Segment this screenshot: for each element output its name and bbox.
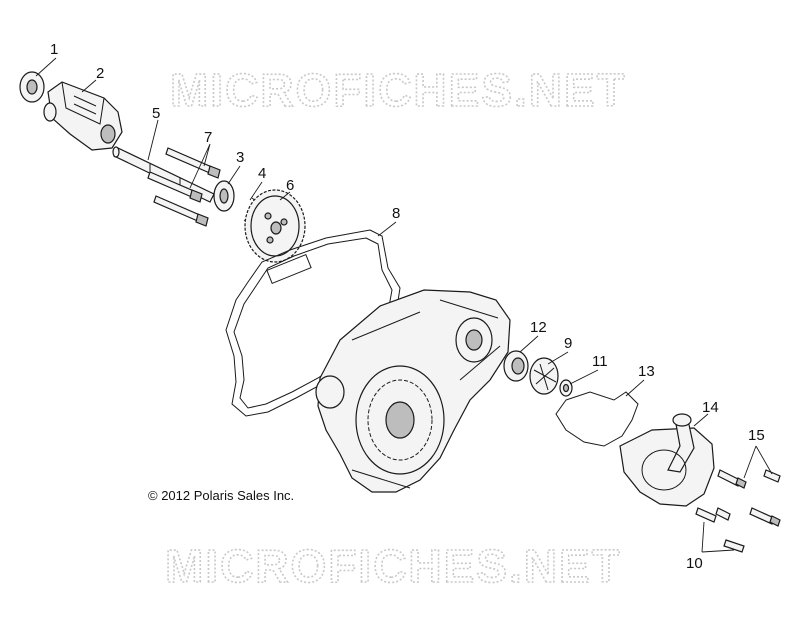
part-2-housing bbox=[43, 81, 123, 151]
part-7-bolts bbox=[147, 147, 221, 227]
watermark-bottom: MICROFICHES.NET bbox=[165, 540, 622, 592]
part-1-ring bbox=[19, 71, 45, 103]
callout-15: 15 bbox=[748, 427, 765, 444]
callout-10: 10 bbox=[686, 555, 703, 572]
callout-6: 6 bbox=[286, 177, 294, 194]
callout-2: 2 bbox=[96, 65, 104, 82]
callout-4: 4 bbox=[258, 165, 266, 182]
callout-13: 13 bbox=[638, 363, 655, 380]
part-13-o-ring bbox=[555, 391, 639, 447]
callout-14: 14 bbox=[702, 399, 719, 416]
callout-7: 7 bbox=[204, 129, 212, 146]
part-6-gear bbox=[244, 189, 306, 263]
copyright-text: © 2012 Polaris Sales Inc. bbox=[148, 488, 294, 503]
callout-12: 12 bbox=[530, 319, 547, 336]
part-14-pump-cover bbox=[619, 413, 715, 507]
callout-9: 9 bbox=[564, 335, 572, 352]
leader-lines bbox=[35, 57, 773, 553]
callout-11: 11 bbox=[592, 353, 608, 370]
callout-1: 1 bbox=[50, 41, 58, 58]
part-10-bolts bbox=[695, 507, 745, 553]
part-3-bearing bbox=[213, 180, 235, 212]
callout-8: 8 bbox=[392, 205, 400, 222]
part-12-seal bbox=[503, 350, 529, 382]
part-11-small-seal bbox=[559, 379, 573, 397]
part-15-bolts bbox=[717, 469, 781, 527]
part-9-impeller bbox=[529, 357, 559, 395]
callout-5: 5 bbox=[152, 105, 160, 122]
part-8-gasket bbox=[225, 229, 401, 417]
engine-cover bbox=[315, 289, 511, 493]
watermark-top: MICROFICHES.NET bbox=[170, 64, 627, 116]
callout-3: 3 bbox=[236, 149, 244, 166]
